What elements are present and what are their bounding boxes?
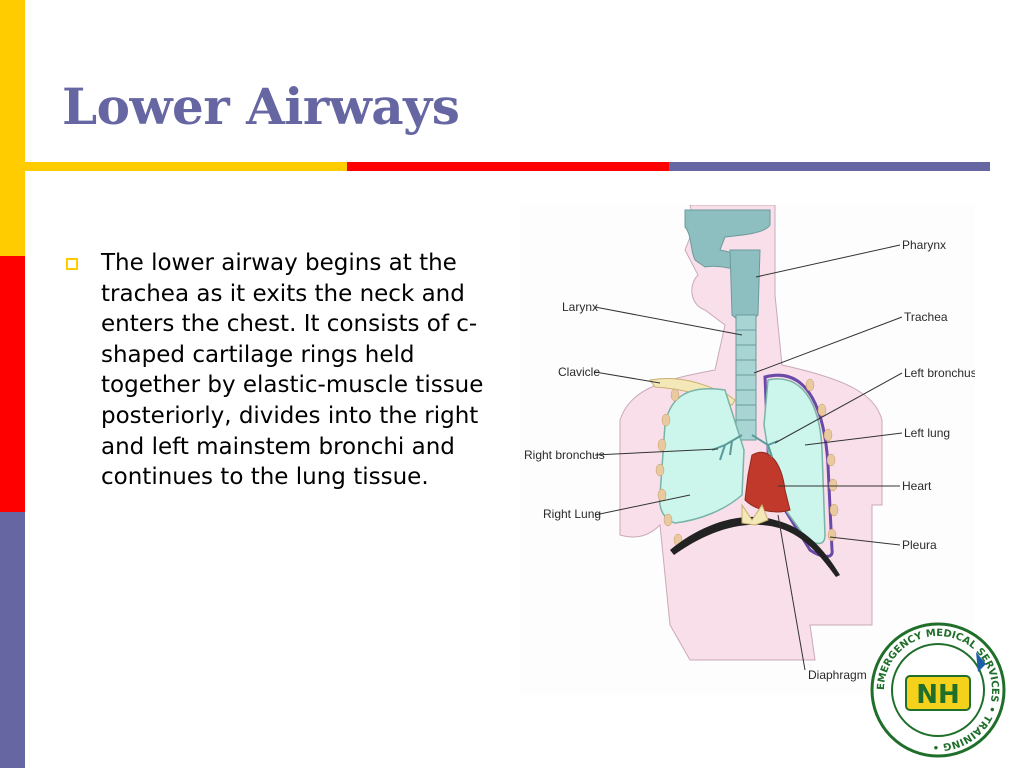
- logo-badge: [905, 675, 971, 711]
- ribs: [655, 378, 839, 547]
- side-bar-red: [0, 256, 25, 512]
- label-diaphragm: Diaphragm: [808, 668, 867, 682]
- bullet-square-icon: [66, 258, 78, 270]
- slide-title: Lower Airways: [62, 77, 460, 136]
- diaphragm-crura: [741, 503, 769, 526]
- right-lung: [658, 388, 745, 524]
- label-clavicle: Clavicle: [558, 365, 600, 379]
- star-of-life-icon: [976, 652, 986, 672]
- side-bar-yellow: [0, 0, 25, 256]
- side-bar-blue: [0, 512, 25, 768]
- label-right-bronchus: Right bronchus: [524, 448, 605, 462]
- logo-initials: NH: [916, 680, 960, 710]
- nh-ems-logo: EMERGENCY MEDICAL SERVICES • TRAINING • …: [868, 620, 1008, 760]
- title-rule-blue: [669, 162, 990, 171]
- bullet-text: The lower airway begins at the trachea a…: [101, 250, 484, 491]
- trachea: [735, 314, 757, 441]
- label-pharynx: Pharynx: [902, 238, 946, 252]
- bronchi: [711, 434, 779, 461]
- label-right-lung: Right Lung: [543, 507, 601, 521]
- diaphragm: [670, 516, 840, 577]
- label-left-bronchus: Left bronchus: [904, 366, 975, 380]
- label-larynx: Larynx: [562, 300, 598, 314]
- airway-diagram: Pharynx Larynx Trachea Clavicle Left bro…: [520, 205, 975, 695]
- label-pleura: Pleura: [902, 538, 937, 552]
- airway-diagram-svg: Pharynx Larynx Trachea Clavicle Left bro…: [520, 205, 975, 695]
- heart: [744, 452, 791, 513]
- leader-lines: [594, 244, 903, 671]
- logo-svg: EMERGENCY MEDICAL SERVICES • TRAINING • …: [870, 622, 1006, 758]
- bullet-item: The lower airway begins at the trachea a…: [62, 248, 502, 493]
- title-rule-yellow: [25, 162, 347, 171]
- label-heart: Heart: [902, 479, 932, 493]
- title-rule-red: [347, 162, 669, 171]
- left-pleura: [763, 373, 834, 558]
- label-trachea: Trachea: [904, 310, 948, 324]
- label-left-lung: Left lung: [904, 426, 950, 440]
